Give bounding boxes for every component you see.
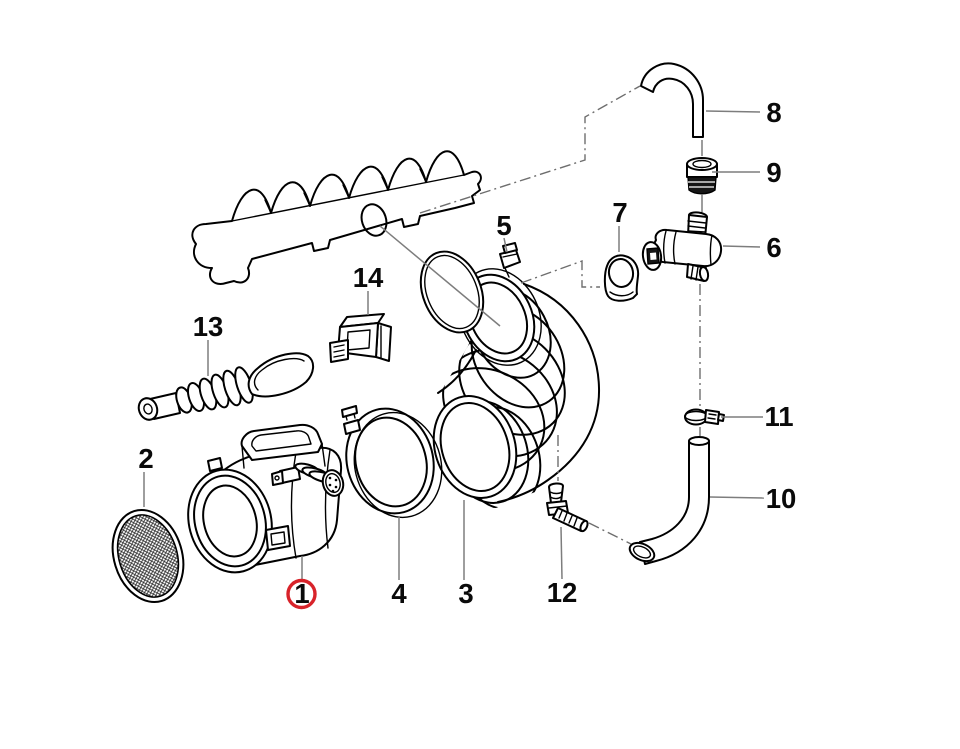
part-8-hose-drawing (640, 62, 704, 138)
callout-12[interactable]: 12 (547, 577, 578, 608)
callout-14[interactable]: 14 (353, 262, 384, 293)
callout-6[interactable]: 6 (766, 232, 781, 263)
assoc-line-hose-to-ring7 (520, 260, 600, 288)
intake-manifold-drawing (191, 150, 482, 285)
part-14-sensor-connector-drawing (329, 313, 392, 363)
part-10-hose-drawing (628, 436, 710, 565)
callout-11[interactable]: 11 (764, 401, 793, 432)
callout-labels: 1 2 3 4 5 6 7 8 9 10 11 12 13 14 (138, 97, 797, 610)
part-5-hose-clamp-drawing (419, 242, 542, 366)
part-6-valve-drawing (641, 211, 723, 282)
selected-callout-ring (286, 578, 317, 610)
callout-5[interactable]: 5 (496, 210, 511, 241)
leader-lines (143, 110, 765, 580)
part-7-gasket-ring-drawing (603, 254, 640, 302)
leader-12 (560, 526, 563, 580)
leader-6 (722, 245, 761, 248)
part-9-cap-drawing (686, 157, 718, 195)
part-2-mesh-screen-drawing (111, 508, 185, 604)
assoc-line-fitting12-to-hose10 (588, 522, 632, 545)
association-lines (379, 85, 703, 545)
part-11-hose-clamp-drawing (684, 408, 725, 426)
callout-4[interactable]: 4 (391, 578, 407, 609)
callout-13[interactable]: 13 (193, 311, 224, 342)
part-4-clamp-ring-drawing (341, 405, 443, 519)
callout-1[interactable]: 1 (294, 578, 309, 609)
assembly-axis-line (379, 225, 501, 327)
callout-10[interactable]: 10 (766, 483, 797, 514)
callout-3[interactable]: 3 (458, 578, 473, 609)
part-12-connector-fitting-drawing (546, 482, 589, 533)
part-1-air-flow-meter-drawing (187, 423, 345, 574)
leader-10 (709, 496, 765, 499)
callout-8[interactable]: 8 (766, 97, 781, 128)
callout-9[interactable]: 9 (766, 157, 781, 188)
assoc-line-manifold-to-hose8 (419, 85, 641, 214)
callout-2[interactable]: 2 (138, 443, 153, 474)
leader-8 (705, 110, 761, 113)
callout-7[interactable]: 7 (612, 197, 627, 228)
leader-5 (503, 237, 508, 253)
part-13-breather-tube-drawing (137, 352, 314, 421)
